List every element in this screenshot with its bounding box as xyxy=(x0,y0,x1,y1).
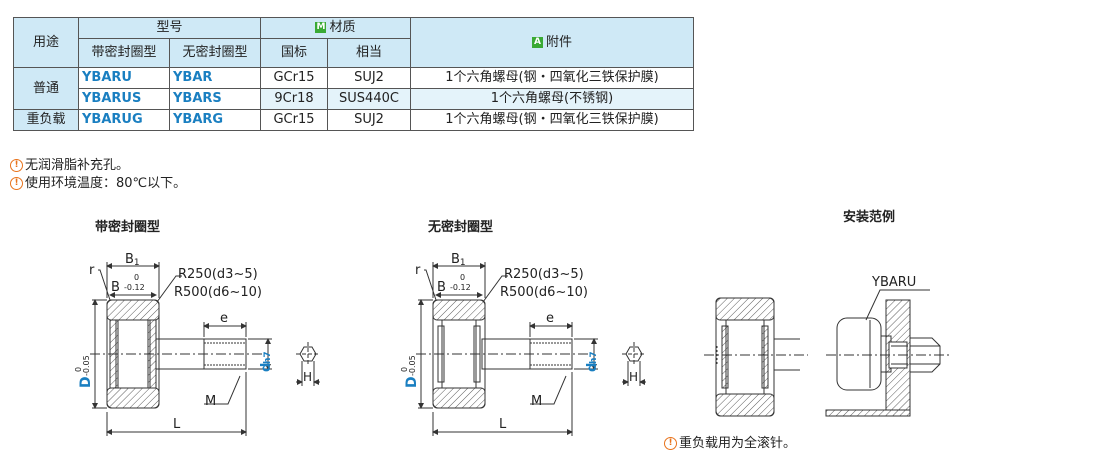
dim-h: H xyxy=(303,370,312,384)
dim-r500: R500(d6~10) xyxy=(500,285,588,300)
dim-b1: B1 xyxy=(451,252,466,268)
dim-b-tol-bot: -0.12 xyxy=(450,283,471,292)
dim-r500: R500(d6~10) xyxy=(174,285,262,300)
dim-r250: R250(d3~5) xyxy=(504,267,584,282)
footnote: !重负载用为全滚针。 xyxy=(664,432,796,451)
diagram-full-complement xyxy=(704,297,808,417)
header-gb: 国标 xyxy=(260,38,328,68)
svg-text:D: D xyxy=(78,376,94,388)
dim-e: e xyxy=(220,311,228,326)
header-sealed: 带密封圈型 xyxy=(78,38,170,68)
header-equiv: 相当 xyxy=(327,38,411,68)
note-item: !使用环境温度：80℃以下。 xyxy=(10,175,186,193)
dim-d1: d h7 xyxy=(259,351,274,372)
dim-r: r xyxy=(415,263,421,278)
row-sealed-model: YBARUS xyxy=(78,88,170,110)
dim-e: e xyxy=(546,311,554,326)
accessory-tag-icon: A xyxy=(531,36,543,48)
outer-ring-bottom xyxy=(106,387,160,409)
dim-r250: R250(d3~5) xyxy=(178,267,258,282)
row-use: 重负载 xyxy=(13,109,79,131)
row-unsealed-model: YBARG xyxy=(169,109,261,131)
outer-ring-top xyxy=(106,299,160,321)
diagram-title-mounting: 安装范例 xyxy=(843,210,896,225)
outer-ring-top xyxy=(432,299,486,321)
dim-h: H xyxy=(629,370,638,384)
diagram-sealed xyxy=(90,262,320,436)
diagram-mounting xyxy=(825,289,950,417)
dim-b-tol-bot: -0.12 xyxy=(124,283,145,292)
dim-b1: B1 xyxy=(125,252,140,268)
dim-m: M xyxy=(205,394,216,409)
row-unsealed-model: YBAR xyxy=(169,67,261,89)
caution-icon: ! xyxy=(664,437,677,450)
diagram-unsealed xyxy=(416,262,646,436)
dim-m: M xyxy=(531,394,542,409)
dim-b: B xyxy=(437,280,446,295)
dim-D: D 0 -0.05 xyxy=(74,355,94,388)
dim-d1: d h7 xyxy=(585,351,600,372)
row-gb: 9Cr18 xyxy=(260,88,328,110)
row-gb: GCr15 xyxy=(260,109,328,131)
caution-icon: ! xyxy=(10,159,23,172)
dim-b: B xyxy=(111,280,120,295)
svg-text:0: 0 xyxy=(400,367,409,372)
row-accessory: 1个六角螺母(钢・四氧化三铁保护膜) xyxy=(410,109,694,131)
diagram-title-unsealed: 无密封圈型 xyxy=(428,220,494,235)
svg-text:d: d xyxy=(585,363,600,372)
header-use: 用途 xyxy=(13,17,79,68)
svg-text:0: 0 xyxy=(74,367,83,372)
row-equiv: SUJ2 xyxy=(327,109,411,131)
header-accessory-label: 附件 xyxy=(545,34,572,50)
svg-text:h7: h7 xyxy=(589,351,599,364)
row-sealed-model: YBARU xyxy=(78,67,170,89)
dim-r: r xyxy=(89,263,95,278)
svg-text:d: d xyxy=(259,363,274,372)
diagram-title-sealed: 带密封圈型 xyxy=(95,220,161,235)
dim-l: L xyxy=(499,417,507,432)
svg-text:D: D xyxy=(404,376,420,388)
material-tag-icon: M xyxy=(315,22,327,33)
dim-D: D 0 -0.05 xyxy=(400,355,420,388)
row-equiv: SUS440C xyxy=(327,88,411,110)
caution-icon: ! xyxy=(10,177,23,190)
svg-text:-0.05: -0.05 xyxy=(82,355,91,376)
svg-text:-0.05: -0.05 xyxy=(408,355,417,376)
row-accessory: 1个六角螺母(钢・四氧化三铁保护膜) xyxy=(410,67,694,89)
outer-ring-bottom xyxy=(432,387,486,409)
dim-l: L xyxy=(173,417,181,432)
row-use: 普通 xyxy=(13,67,79,110)
mounting-label: YBARU xyxy=(871,275,916,290)
dim-b-tol-top: 0 xyxy=(134,273,139,282)
row-sealed-model: YBARUG xyxy=(78,109,170,131)
dim-b-tol-top: 0 xyxy=(460,273,465,282)
note-item: !无润滑脂补充孔。 xyxy=(10,157,186,175)
header-material-label: 材质 xyxy=(329,20,356,35)
notes: !无润滑脂补充孔。 !使用环境温度：80℃以下。 xyxy=(10,157,186,193)
svg-text:h7: h7 xyxy=(263,351,273,364)
